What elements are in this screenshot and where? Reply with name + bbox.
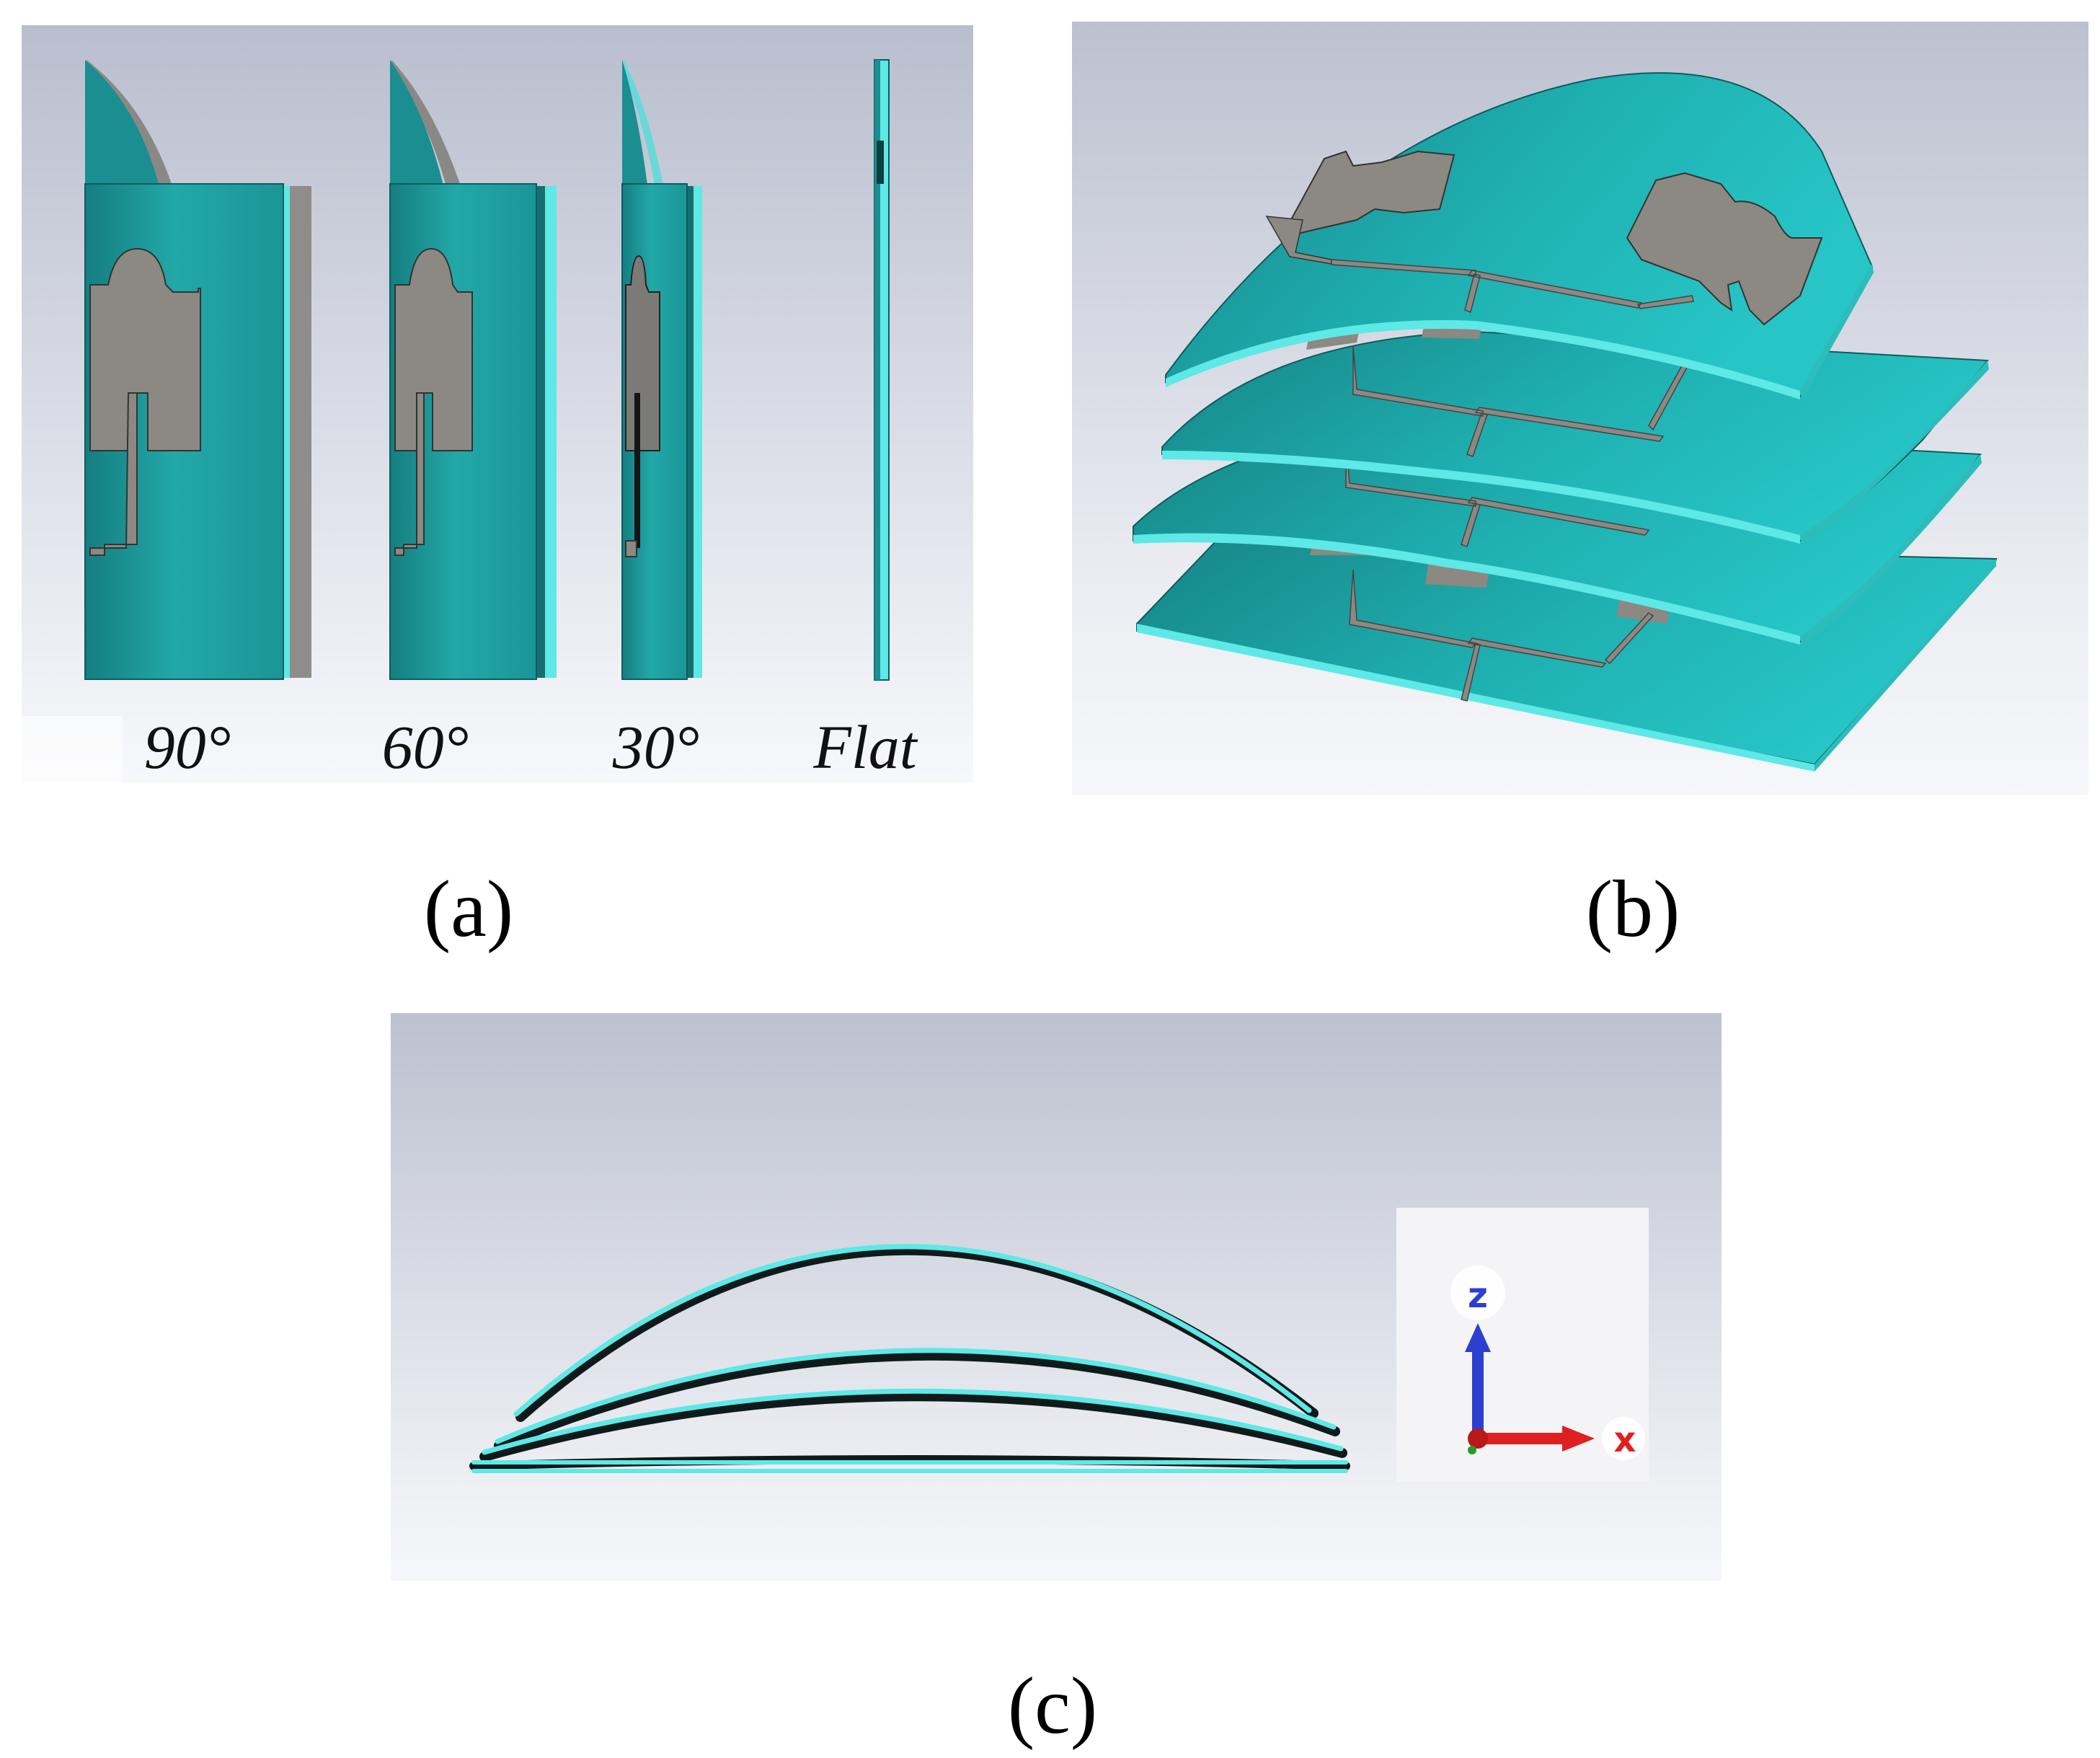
antenna-bent-90	[84, 60, 311, 680]
side-layer-30	[479, 1391, 1347, 1462]
axis-label-z: z	[1468, 1276, 1488, 1316]
side-view-layers	[469, 1244, 1350, 1473]
z-axis-arrow	[1472, 1345, 1484, 1439]
label-60-degrees: 60°	[382, 712, 469, 782]
antenna-flat	[874, 59, 890, 681]
antenna-bent-60	[389, 60, 557, 680]
x-axis-arrow	[1479, 1433, 1566, 1444]
panel-c-side-view: z x	[391, 1013, 1722, 1581]
panel-a-bent-antennas: 90° 60° 30° Flat	[22, 25, 973, 782]
caption-b: (b)	[1585, 865, 1680, 954]
axis-label-x: x	[1614, 1420, 1636, 1460]
caption-a: (a)	[423, 865, 514, 954]
axis-triad: z x	[1396, 1208, 1649, 1482]
panel-b-stacked-layers-3d	[1072, 22, 2088, 795]
antenna-bent-30	[621, 60, 702, 680]
label-90-degrees: 90°	[144, 712, 231, 782]
side-layer-60	[494, 1350, 1340, 1451]
caption-c: (c)	[1007, 1661, 1098, 1751]
label-flat: Flat	[812, 712, 918, 782]
label-30-degrees: 30°	[612, 712, 699, 782]
substrate-layer-90	[1165, 72, 1874, 401]
